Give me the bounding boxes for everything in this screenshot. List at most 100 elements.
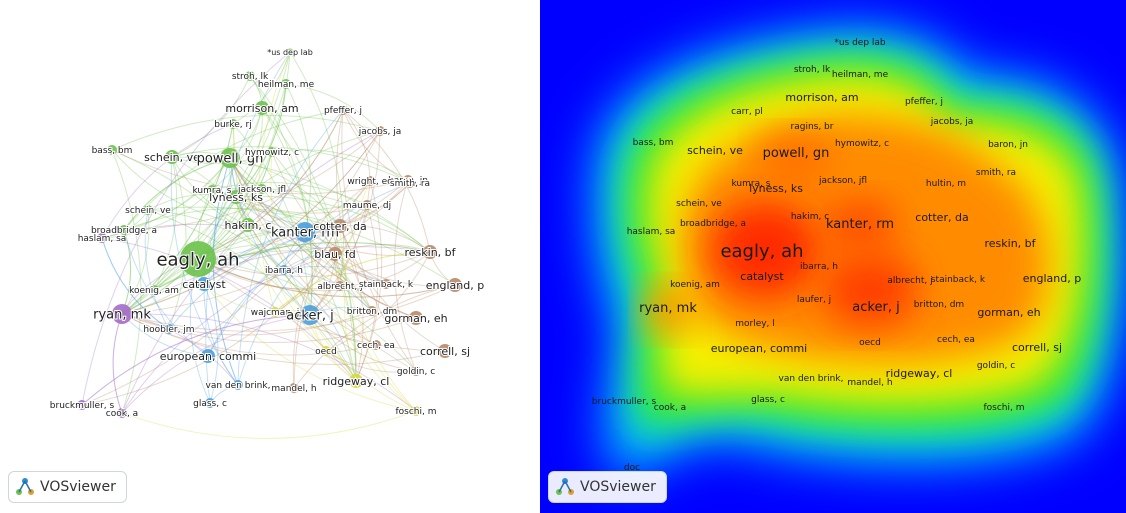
node-jacobs-ja[interactable] (375, 126, 385, 136)
density-label-schein-ve[interactable]: schein, ve (676, 199, 722, 209)
node-oecd[interactable] (321, 346, 331, 356)
node-label-european-commi[interactable]: european, commi (159, 349, 257, 364)
density-label-morley-l[interactable]: morley, l (735, 319, 775, 329)
node-label-cotter-da[interactable]: cotter, da (312, 219, 367, 234)
node-albrecht-j[interactable] (335, 281, 345, 291)
node-burke-rj[interactable] (228, 119, 238, 129)
node-hakim-c[interactable] (241, 218, 255, 232)
density-label-bass-bm[interactable]: bass, bm (633, 138, 674, 148)
density-label-albrecht-j[interactable]: albrecht, j (887, 276, 932, 286)
node-label-ridgeway-cl[interactable]: ridgeway, cl (322, 374, 391, 389)
density-label-eagly-ah[interactable]: eagly, ah (720, 241, 803, 262)
density-label-hakim-c[interactable]: hakim, c (791, 212, 829, 222)
node-maume-dj[interactable] (362, 200, 372, 210)
node-label-mandel-h[interactable]: mandel, h (270, 383, 317, 395)
density-label-kumra-s[interactable]: kumra, s (731, 179, 770, 189)
node-britton-dm[interactable] (367, 306, 377, 316)
node-ibarra-h[interactable] (279, 265, 289, 275)
node-label-hymowitz-c[interactable]: hymowitz, c (244, 147, 300, 159)
node-correll-sj[interactable] (438, 344, 452, 358)
node-broadbridge-a[interactable] (119, 225, 129, 235)
node-label-acker-j[interactable]: acker, j (285, 308, 334, 325)
density-label-laufer-j[interactable]: laufer, j (797, 295, 831, 305)
node-stainback-k[interactable] (381, 279, 391, 289)
node-label-schein-ve[interactable]: schein, ve (143, 150, 201, 165)
density-label-stainback-k[interactable]: stainback, k (931, 275, 986, 285)
node-label-ryan-mk[interactable]: ryan, mk (92, 307, 152, 324)
density-label-ibarra-h[interactable]: ibarra, h (800, 262, 838, 272)
density-label-bruckmuller-s[interactable]: bruckmuller, s (592, 397, 657, 407)
node-label-blau-fd[interactable]: blau, fd (313, 247, 357, 262)
density-label-catalyst[interactable]: catalyst (740, 270, 784, 283)
node-label-kumra-s[interactable]: kumra, s (191, 185, 232, 197)
node-label-smith-ra[interactable]: smith, ra (389, 178, 431, 190)
density-label-gorman-eh[interactable]: gorman, eh (977, 306, 1040, 319)
node-label-ibarra-h[interactable]: ibarra, h (264, 265, 304, 277)
density-label-kanter-rm[interactable]: kanter, rm (826, 217, 894, 232)
node-us-dep-lab[interactable] (286, 48, 294, 56)
node-goldin-c[interactable] (411, 366, 421, 376)
density-label-cotter-da[interactable]: cotter, da (915, 211, 968, 224)
density-label-ridgeway-cl[interactable]: ridgeway, cl (886, 367, 953, 380)
density-label-carr-pl[interactable]: carr, pl (731, 107, 763, 117)
node-label-heilman-me[interactable]: heilman, me (257, 79, 316, 91)
node-label-lyness-ks[interactable]: lyness, ks (208, 190, 264, 205)
density-label-van-den-brink[interactable]: van den brink, (779, 374, 844, 384)
node-label-maume-dj[interactable]: maume, dj (342, 200, 392, 212)
node-label-jacobs-ja[interactable]: jacobs, ja (357, 126, 403, 138)
node-european-commi[interactable] (201, 349, 215, 363)
density-label-jackson-jfl[interactable]: jackson, jfl (818, 176, 867, 186)
node-hoobler-jm[interactable] (164, 324, 174, 334)
node-label-wajcman-j[interactable]: wajcman, j (250, 307, 301, 319)
node-label-britton-dm[interactable]: britton, dm (346, 306, 398, 318)
node-van-den-brink[interactable] (233, 380, 243, 390)
node-label-wright-eo[interactable]: wright, eo (346, 176, 394, 188)
density-label-england-p[interactable]: england, p (1023, 272, 1081, 285)
node-jackson-jfl[interactable] (257, 184, 267, 194)
density-label-us-dep-lab[interactable]: *us dep lab (834, 38, 886, 48)
node-label-broadbridge-a[interactable]: broadbridge, a (90, 225, 158, 237)
density-label-ragins-br[interactable]: ragins, br (791, 122, 834, 132)
node-ridgeway-cl[interactable] (349, 374, 363, 388)
node-lyness-ks[interactable] (229, 190, 243, 204)
node-foschi-m[interactable] (411, 406, 421, 416)
node-hymowitz-c[interactable] (267, 147, 277, 157)
node-label-schein-ve[interactable]: schein, ve (124, 205, 172, 217)
node-kanter-rm[interactable] (295, 222, 315, 242)
node-label-stainback-k[interactable]: stainback, k (358, 279, 415, 291)
node-smith-ra[interactable] (405, 178, 415, 188)
node-catalyst[interactable] (197, 277, 211, 291)
node-label-baron-jn[interactable]: baron, jn (387, 175, 429, 187)
node-label-reskin-bf[interactable]: reskin, bf (403, 245, 457, 260)
node-gorman-eh[interactable] (409, 311, 423, 325)
density-label-lyness-ks[interactable]: lyness, ks (749, 182, 803, 195)
node-pfeffer-j[interactable] (338, 105, 348, 115)
node-kumra-s[interactable] (207, 185, 217, 195)
node-powell-gn[interactable] (220, 148, 240, 168)
node-label-kanter-rm[interactable]: kanter, rm (270, 225, 340, 242)
node-label-catalyst[interactable]: catalyst (181, 277, 227, 292)
density-label-cook-a[interactable]: cook, a (654, 403, 686, 413)
node-wright-eo[interactable] (365, 176, 375, 186)
node-label-morrison-am[interactable]: morrison, am (224, 101, 299, 116)
node-blau-fd[interactable] (328, 247, 342, 261)
node-label-albrecht-j[interactable]: albrecht, j (316, 281, 363, 293)
density-label-doc[interactable]: doc (624, 463, 640, 473)
node-label-bruckmuller-s[interactable]: bruckmuller, s (49, 400, 116, 412)
node-label-goldin-c[interactable]: goldin, c (396, 366, 436, 378)
node-label-hoobler-jm[interactable]: hoobler, jm (142, 324, 195, 336)
density-label-powell-gn[interactable]: powell, gn (763, 146, 830, 161)
density-label-reskin-bf[interactable]: reskin, bf (984, 237, 1036, 250)
node-koenig-am[interactable] (149, 285, 159, 295)
density-label-mandel-h[interactable]: mandel, h (847, 378, 892, 388)
density-label-baron-jn[interactable]: baron, jn (988, 140, 1028, 150)
node-bruckmuller-s[interactable] (77, 400, 87, 410)
node-glass-c[interactable] (205, 398, 215, 408)
node-england-p[interactable] (448, 278, 462, 292)
node-label-foschi-m[interactable]: foschi, m (394, 406, 437, 418)
density-label-ryan-mk[interactable]: ryan, mk (639, 301, 697, 316)
density-label-britton-dm[interactable]: britton, dm (914, 300, 964, 310)
